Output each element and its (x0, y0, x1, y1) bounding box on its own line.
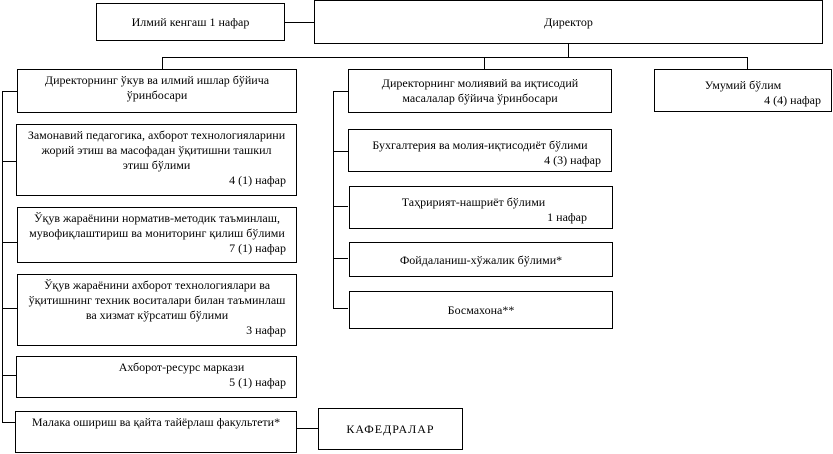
connector (2, 91, 17, 92)
connector (2, 422, 17, 423)
connector (333, 206, 348, 207)
unit-name: Замонавий педагогика, ахборот технология… (27, 128, 286, 172)
finance-deputy-label: Директорнинг молиявий ва иқтисодий масал… (381, 76, 579, 105)
unit-count: 4 (1) нафар (229, 173, 286, 187)
unit-count: 7 (1) нафар (229, 241, 286, 255)
connector (2, 308, 17, 309)
unit-box: Ўқув жараёнини ахборот технологиялари ва… (17, 274, 297, 346)
finance-deputy-box: Директорнинг молиявий ва иқтисодий масал… (348, 69, 612, 113)
connector (2, 161, 17, 162)
connector (333, 91, 334, 309)
unit-name: Фойдаланиш-хўжалик бўлими* (399, 253, 563, 267)
unit-name: Ахборот-ресурс маркази (118, 360, 245, 374)
connector (2, 91, 3, 423)
director-label: Директор (544, 15, 593, 29)
unit-box: Босмахона** (349, 291, 613, 329)
council-label: Илмий кенгаш 1 нафар (131, 15, 250, 29)
connector (162, 57, 748, 58)
unit-box: Ахборот-ресурс маркази 5 (1) нафар (16, 356, 297, 398)
unit-count: 1 нафар (547, 210, 587, 224)
connector (285, 22, 314, 23)
unit-box: Замонавий педагогика, ахборот технология… (16, 124, 297, 196)
unit-count: 4 (3) нафар (544, 153, 601, 167)
unit-name: Бухгалтерия ва молия-иқтисодиёт бўлими (372, 138, 588, 152)
departments-label: КАФЕДРАЛАР (346, 422, 435, 436)
connector (333, 91, 348, 92)
director-box: Директор (314, 0, 823, 44)
unit-name: Таҳририят-нашриёт бўлими (401, 195, 546, 209)
connector (2, 242, 17, 243)
unit-count: 5 (1) нафар (229, 375, 286, 389)
departments-box: КАФЕДРАЛАР (318, 408, 463, 450)
general-dept-count: 4 (4) нафар (764, 93, 821, 107)
connector (484, 57, 485, 69)
academic-deputy-label: Директорнинг ўкув ва илмий ишлар бўйича … (44, 73, 270, 102)
unit-box: Таҳририят-нашриёт бўлими 1 нафар (349, 186, 613, 229)
unit-box: Бухгалтерия ва молия-иқтисодиёт бўлими 4… (348, 129, 612, 172)
unit-box: Ўқув жараёнини норматив-методик таъминла… (17, 207, 297, 263)
unit-name: Ўқув жараёнини норматив-методик таъминла… (29, 211, 285, 240)
unit-box: Малака ошириш ва қайта тайёрлаш факульте… (15, 411, 297, 453)
council-box: Илмий кенгаш 1 нафар (96, 3, 285, 41)
connector (162, 57, 163, 69)
connector (333, 151, 348, 152)
academic-deputy-box: Директорнинг ўкув ва илмий ишлар бўйича … (17, 69, 297, 113)
general-dept-name: Умумий бўлим (704, 78, 782, 92)
connector (747, 57, 748, 69)
unit-name: Ўқув жараёнини ахборот технологиялари ва… (28, 278, 286, 322)
connector (333, 308, 348, 309)
general-dept-box: Умумий бўлим 4 (4) нафар (654, 69, 832, 112)
unit-name: Босмахона** (447, 303, 515, 317)
unit-name: Малака ошириш ва қайта тайёрлаш факульте… (31, 415, 281, 429)
connector (296, 428, 318, 429)
unit-box: Фойдаланиш-хўжалик бўлими* (349, 242, 613, 277)
connector (2, 375, 17, 376)
unit-count: 3 нафар (246, 323, 286, 337)
connector (333, 258, 348, 259)
connector (568, 43, 569, 57)
